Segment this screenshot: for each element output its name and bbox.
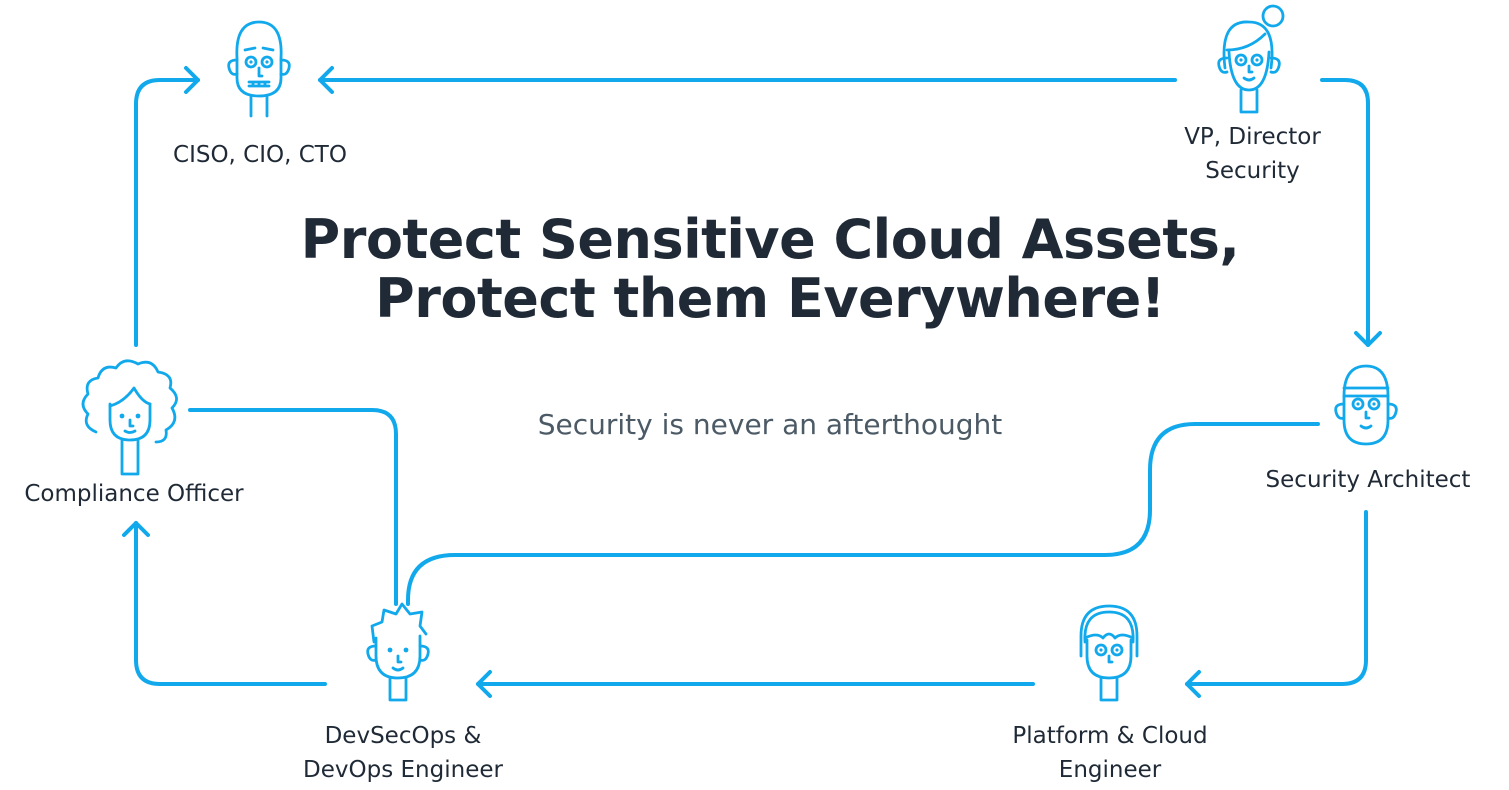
arrowhead-into-devsecops: [476, 670, 492, 698]
flow-connectors: [122, 66, 1382, 698]
arrow-architect-to-platform: [1185, 510, 1368, 686]
role-label-platform-line2: Engineer: [1058, 757, 1162, 783]
arrowhead-into-ciso-left: [184, 66, 200, 94]
arrow-vp-to-architect: [1320, 78, 1370, 347]
person-with-cap-face-icon: [1334, 364, 1398, 446]
role-label-devsecops-line2: DevOps Engineer: [303, 757, 503, 783]
woman-with-bun-face-icon: [1217, 4, 1285, 114]
role-label-compliance: Compliance Officer: [0, 477, 268, 511]
role-label-platform: Platform & Cloud Engineer: [970, 719, 1250, 787]
woman-with-headset-face-icon: [1079, 604, 1139, 702]
arrow-compliance-to-ciso: [134, 78, 200, 347]
role-label-devsecops-line1: DevSecOps &: [324, 723, 482, 749]
role-label-ciso-text: CISO, CIO, CTO: [173, 142, 347, 168]
tagline: Security is never an afterthought: [537, 408, 1003, 441]
arrowhead-into-platform: [1185, 670, 1201, 698]
arrow-architect-to-devsecops: [406, 422, 1320, 606]
spiky-hair-face-icon: [366, 602, 430, 702]
role-label-vp-line2: Security: [1205, 158, 1300, 184]
role-label-compliance-text: Compliance Officer: [24, 481, 244, 507]
role-label-architect: Security Architect: [1233, 463, 1503, 497]
bald-man-face-icon: [227, 20, 291, 118]
arrowhead-into-ciso-right: [318, 66, 334, 94]
role-label-vp: VP, Director Security: [1135, 120, 1370, 188]
arrowhead-into-compliance: [122, 521, 150, 537]
arrowhead-into-architect: [1354, 331, 1382, 347]
headline: Protect Sensitive Cloud Assets, Protect …: [300, 208, 1240, 330]
arrow-devsecops-to-compliance: [134, 521, 327, 686]
arrow-compliance-to-devsecops: [188, 408, 398, 606]
role-label-architect-text: Security Architect: [1265, 467, 1471, 493]
role-label-devsecops: DevSecOps & DevOps Engineer: [263, 719, 543, 787]
role-label-ciso: CISO, CIO, CTO: [150, 138, 370, 172]
curly-hair-face-icon: [81, 359, 178, 476]
role-label-platform-line1: Platform & Cloud: [1012, 723, 1208, 749]
role-label-vp-line1: VP, Director: [1184, 124, 1321, 150]
